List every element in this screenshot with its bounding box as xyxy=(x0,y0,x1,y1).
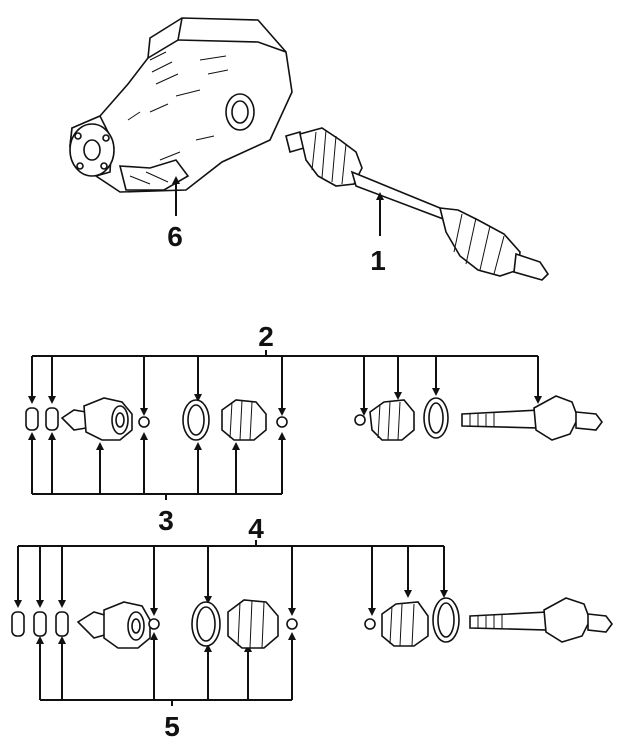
callout-2: 2 xyxy=(258,321,274,352)
upper-halfshaft[interactable] xyxy=(461,395,603,441)
upper-small-clamp-2[interactable] xyxy=(276,416,288,428)
lower-clip-2[interactable] xyxy=(33,611,47,637)
callout-4: 4 xyxy=(248,513,264,544)
lower-halfshaft[interactable] xyxy=(469,597,613,643)
differential-housing[interactable] xyxy=(69,17,293,193)
lower-kit-bracket xyxy=(14,540,448,706)
lower-clip-1[interactable] xyxy=(11,611,25,637)
lower-small-clamp-3[interactable] xyxy=(364,618,376,630)
upper-small-clamp-1[interactable] xyxy=(138,416,150,428)
upper-boot-band-1[interactable] xyxy=(182,399,210,441)
callout-5: 5 xyxy=(164,711,180,742)
upper-boot-1[interactable] xyxy=(221,399,267,441)
upper-boot-band-2[interactable] xyxy=(423,397,449,439)
callout-1: 1 xyxy=(370,245,386,276)
lower-inner-joint[interactable] xyxy=(76,601,151,649)
callout-6: 6 xyxy=(167,221,183,252)
lower-small-clamp-1[interactable] xyxy=(148,618,160,630)
upper-kit-bracket xyxy=(28,350,542,500)
upper-inner-joint[interactable] xyxy=(60,397,133,441)
lower-boot-band-2[interactable] xyxy=(432,597,460,643)
lower-boot-2[interactable] xyxy=(381,601,429,647)
lower-small-clamp-2[interactable] xyxy=(286,618,298,630)
callout-3: 3 xyxy=(158,505,174,536)
lower-boot-1[interactable] xyxy=(227,599,279,649)
upper-small-clamp-3[interactable] xyxy=(354,414,366,426)
upper-boot-2[interactable] xyxy=(369,399,415,441)
upper-clip-1[interactable] xyxy=(25,407,39,431)
lower-clip-3[interactable] xyxy=(55,611,69,637)
upper-clip-2[interactable] xyxy=(45,407,59,431)
axle-shaft-assembly[interactable] xyxy=(285,127,550,281)
lower-boot-band-1[interactable] xyxy=(191,601,221,647)
